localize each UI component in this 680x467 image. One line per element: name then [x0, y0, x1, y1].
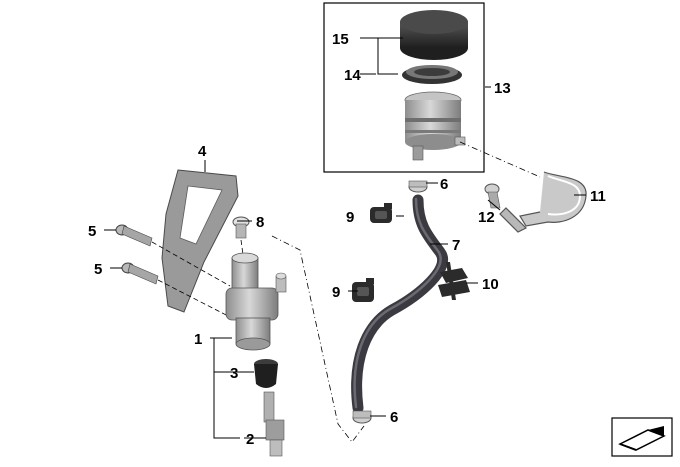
dust-boot [254, 359, 278, 388]
hose-clamp-bottom [352, 410, 372, 424]
leader-lines [104, 37, 586, 439]
label-part-3: 3 [230, 365, 238, 382]
label-part-13: 13 [494, 80, 511, 97]
bracket-screw [484, 183, 501, 209]
label-part-6-bottom: 6 [390, 409, 398, 426]
bolt-lower [121, 262, 159, 285]
label-part-14: 14 [344, 67, 361, 84]
reservoir-cap [400, 10, 468, 60]
label-part-11: 11 [590, 188, 606, 205]
bleeder-screw [232, 216, 250, 239]
label-part-7: 7 [452, 237, 460, 254]
label-part-10: 10 [482, 276, 499, 293]
label-part-12: 12 [478, 209, 495, 226]
push-rod [263, 391, 285, 457]
clutch-master-cylinder [225, 252, 287, 351]
hose-clamp-top [408, 180, 428, 193]
label-part-4: 4 [198, 143, 207, 160]
label-part-8: 8 [256, 214, 264, 231]
label-part-9-upper: 9 [346, 209, 354, 226]
label-part-15: 15 [332, 31, 349, 48]
reservoir-body [404, 91, 466, 161]
label-part-5-upper: 5 [88, 223, 96, 240]
label-part-5-lower: 5 [94, 261, 102, 278]
reservoir-diaphragm [402, 65, 462, 84]
cable-clip-lower [352, 278, 374, 302]
bolt-upper [115, 224, 153, 247]
reservoir-bracket [499, 171, 587, 233]
routing-line [271, 235, 365, 443]
cable-clip-upper [370, 203, 392, 223]
label-part-1: 1 [194, 331, 202, 348]
cable-tie-holder [438, 262, 470, 300]
mounting-bracket [161, 169, 239, 313]
label-part-6-top: 6 [440, 176, 448, 193]
label-part-9-lower: 9 [332, 284, 340, 301]
reservoir-group-box [323, 2, 485, 173]
label-part-2: 2 [246, 431, 254, 448]
page-turn-icon[interactable] [611, 417, 673, 457]
